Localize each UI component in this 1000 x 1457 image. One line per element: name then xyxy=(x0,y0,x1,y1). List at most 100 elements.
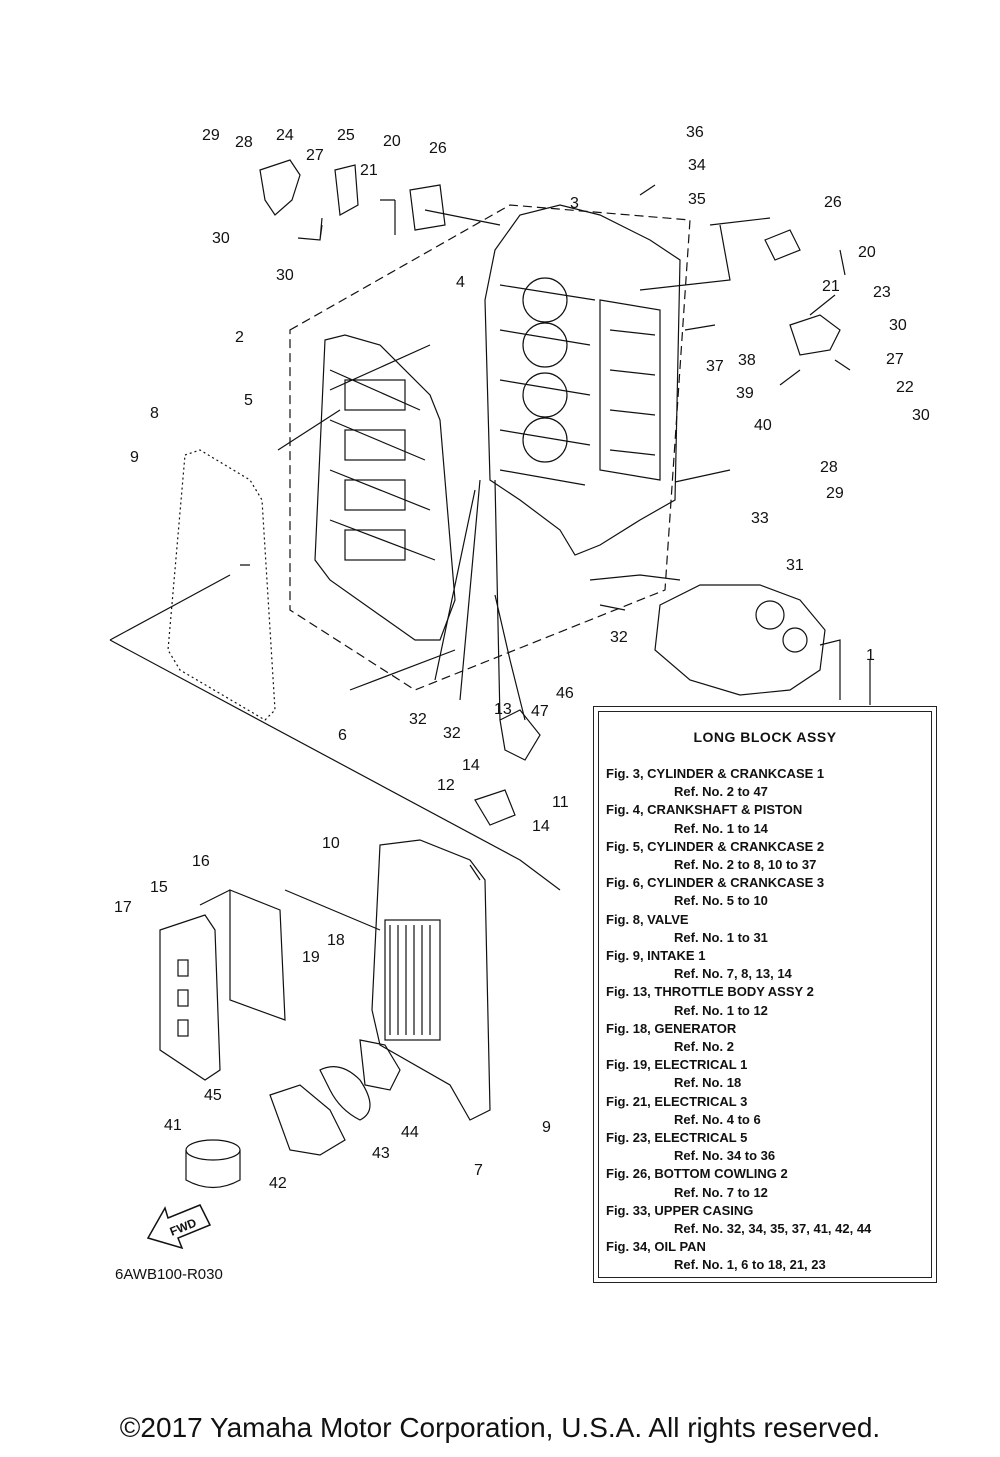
reference-fig: Fig. 3, CYLINDER & CRANKCASE 1 xyxy=(606,766,825,781)
callout: 30 xyxy=(212,230,230,247)
cover-plate xyxy=(159,914,221,1081)
callout: 44 xyxy=(401,1124,419,1141)
reference-box: LONG BLOCK ASSY Fig. 3, CYLINDER & CRANK… xyxy=(593,706,937,1283)
callout: 37 xyxy=(706,358,724,375)
callout: 29 xyxy=(202,127,220,144)
reference-ref-no: Ref. No. 7, 8, 13, 14 xyxy=(674,966,792,982)
callout: 30 xyxy=(912,407,930,424)
reference-ref-no: Ref. No. 32, 34, 35, 37, 41, 42, 44 xyxy=(674,1221,872,1237)
callout: 35 xyxy=(688,191,706,208)
callout: 46 xyxy=(556,685,574,702)
callout: 11 xyxy=(552,794,569,811)
callout: 12 xyxy=(437,777,455,794)
reference-fig: Fig. 23, ELECTRICAL 5 xyxy=(606,1130,748,1146)
thermostat-housing xyxy=(259,159,301,216)
reference-fig: Fig. 34, OIL PAN xyxy=(606,1239,706,1255)
leader-lines xyxy=(109,184,871,931)
reference-list: Fig. 3, CYLINDER & CRANKCASE 1 Ref. No. 2… xyxy=(606,765,871,1275)
callout: 19 xyxy=(302,949,320,966)
callout: 9 xyxy=(130,449,139,466)
callout: 23 xyxy=(873,284,891,301)
callout-numbers: 1 2 3 4 5 6 7 8 9 9 10 11 12 13 14 14 15… xyxy=(114,124,930,1192)
reference-fig: Fig. 13, THROTTLE BODY ASSY 2 xyxy=(606,984,814,1000)
reference-fig: Fig. 9, INTAKE 1 xyxy=(606,948,706,964)
callout: 32 xyxy=(443,725,461,742)
callout: 45 xyxy=(204,1087,222,1104)
reference-ref-no: Ref. No. 1 to 31 xyxy=(674,929,768,945)
reference-entry: Fig. 9, INTAKE 1 Ref. No. 7, 8, 13, 14 xyxy=(606,947,871,983)
reference-fig: Fig. 18, GENERATOR xyxy=(606,1020,737,1036)
callout: 8 xyxy=(150,405,159,422)
callout: 3 xyxy=(570,195,579,212)
cylinder-head xyxy=(314,334,456,641)
callout: 5 xyxy=(244,392,253,409)
reference-entry: Fig. 5, CYLINDER & CRANKCASE 2 Ref. No. 2… xyxy=(606,838,871,874)
cover-gasket xyxy=(229,889,286,1021)
reference-entry: Fig. 33, UPPER CASING Ref. No. 32, 34, 35… xyxy=(606,1202,871,1238)
reference-fig: Fig. 33, UPPER CASING xyxy=(606,1202,754,1218)
callout: 40 xyxy=(754,417,772,434)
callout: 9 xyxy=(542,1119,551,1136)
reference-entry: Fig. 23, ELECTRICAL 5 Ref. No. 34 to 36 xyxy=(606,1129,871,1165)
oil-pump-housing xyxy=(269,1084,346,1156)
thermostat-cover xyxy=(334,164,359,216)
callout: 30 xyxy=(889,317,907,334)
callout: 25 xyxy=(337,127,355,144)
callout: 1 xyxy=(866,647,875,664)
callout: 20 xyxy=(383,133,401,150)
reference-ref-no: Ref. No. 7 to 12 xyxy=(674,1184,768,1200)
reference-box-inner xyxy=(598,711,932,1278)
reference-fig: Fig. 21, ELECTRICAL 3 xyxy=(606,1093,748,1109)
reference-entry: Fig. 21, ELECTRICAL 3 Ref. No. 4 to 6 xyxy=(606,1093,871,1129)
callout: 4 xyxy=(456,274,465,291)
reference-ref-no: Ref. No. 2 xyxy=(674,1039,734,1055)
callout: 29 xyxy=(826,485,844,502)
callout: 17 xyxy=(114,899,132,916)
callout: 34 xyxy=(688,157,706,174)
callout: 18 xyxy=(327,932,345,949)
callout: 36 xyxy=(686,124,704,141)
callout: 27 xyxy=(886,351,904,368)
callout: 27 xyxy=(306,147,324,164)
fwd-arrow-icon xyxy=(146,1204,212,1250)
callout: 43 xyxy=(372,1145,390,1162)
callout: 22 xyxy=(896,379,914,396)
reference-ref-no: Ref. No. 2 to 8, 10 to 37 xyxy=(674,857,817,873)
callout: 28 xyxy=(820,459,838,476)
reference-ref-no: Ref. No. 1 to 12 xyxy=(674,1002,768,1018)
reference-fig: Fig. 19, ELECTRICAL 1 xyxy=(606,1057,748,1073)
thermostat-cover-right xyxy=(789,314,841,356)
reference-fig: Fig. 8, VALVE xyxy=(606,911,689,927)
reference-ref-no: Ref. No. 1 to 14 xyxy=(674,820,768,836)
reference-ref-no: Ref. No. 34 to 36 xyxy=(674,1148,776,1164)
callout: 42 xyxy=(269,1175,287,1192)
reference-fig: Fig. 5, CYLINDER & CRANKCASE 2 xyxy=(606,838,825,854)
reference-fig: Fig. 6, CYLINDER & CRANKCASE 3 xyxy=(606,875,825,891)
callout: 21 xyxy=(360,162,378,179)
diagram-code: 6AWB100-R030 xyxy=(115,1266,223,1283)
callout: 32 xyxy=(610,629,628,646)
reference-ref-no: Ref. No. 1, 6 to 18, 21, 23 xyxy=(674,1257,826,1273)
callout: 28 xyxy=(235,134,253,151)
callout: 14 xyxy=(462,757,480,774)
reference-fig: Fig. 4, CRANKSHAFT & PISTON xyxy=(606,802,803,818)
callout: 16 xyxy=(192,853,210,870)
callout: 47 xyxy=(531,703,549,720)
dashed-group-frame xyxy=(289,204,691,691)
callout: 38 xyxy=(738,352,756,369)
reference-entry: Fig. 18, GENERATOR Ref. No. 2 xyxy=(606,1020,871,1056)
upper-casing-gasket xyxy=(654,584,826,696)
reference-entry: Fig. 4, CRANKSHAFT & PISTON Ref. No. 1 to… xyxy=(606,801,871,837)
callout: 2 xyxy=(235,329,244,346)
callout: 26 xyxy=(824,194,842,211)
reference-ref-no: Ref. No. 2 to 47 xyxy=(674,784,768,800)
callout: 6 xyxy=(338,727,347,744)
callout: 33 xyxy=(751,510,769,527)
reference-entry: Fig. 3, CYLINDER & CRANKCASE 1 Ref. No. 2… xyxy=(606,765,871,801)
callout: 41 xyxy=(164,1117,182,1134)
reference-ref-no: Ref. No. 4 to 6 xyxy=(674,1111,761,1127)
